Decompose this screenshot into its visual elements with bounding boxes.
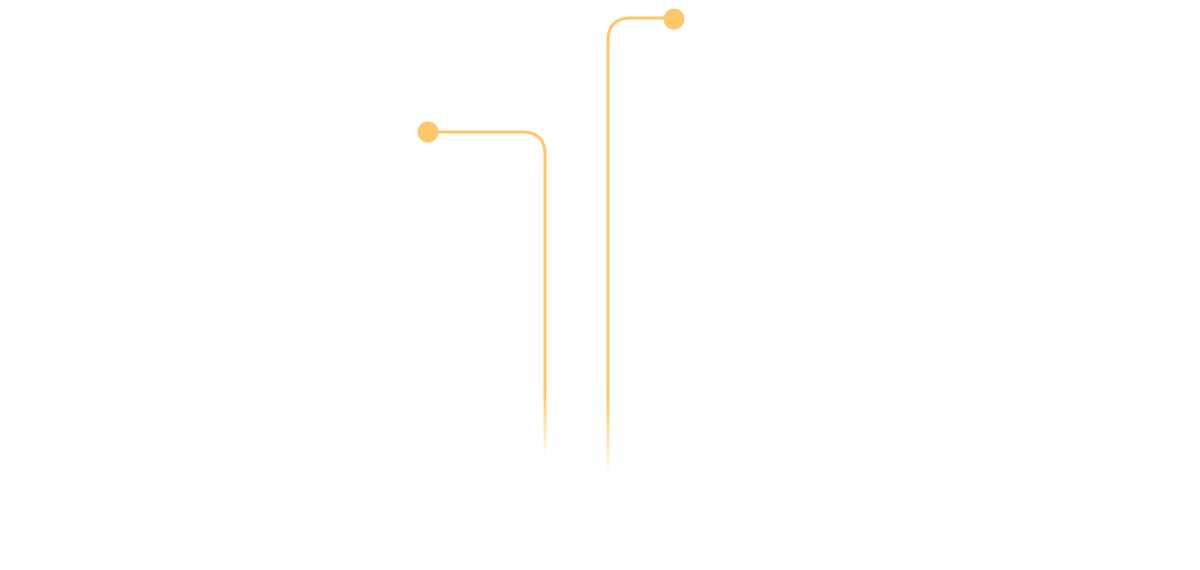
connector-right-line — [606, 16, 676, 482]
connector-left — [417, 121, 547, 462]
connector-right — [606, 8, 685, 482]
connector-left-line — [426, 130, 547, 462]
connector-left-dot — [417, 121, 439, 143]
connector-right-dot — [663, 8, 685, 30]
